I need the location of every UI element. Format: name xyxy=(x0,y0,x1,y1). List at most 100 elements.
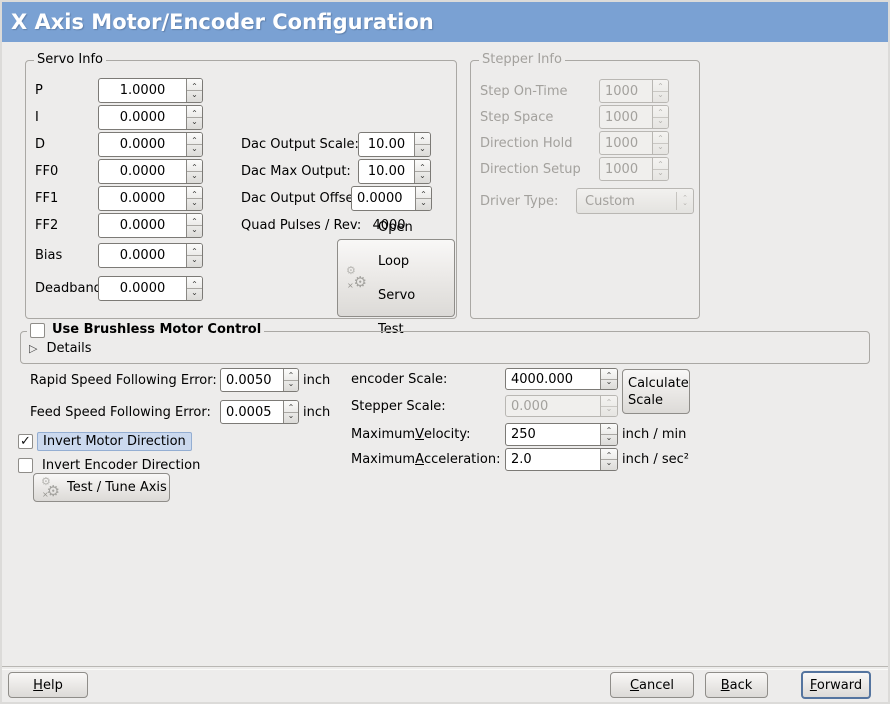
open-loop-servo-test-button[interactable]: Open Loop Servo Test xyxy=(337,220,455,337)
servo-param-label: D xyxy=(35,137,46,152)
invert-encoder-direction-label[interactable]: Invert Encoder Direction xyxy=(42,458,201,473)
spinner xyxy=(414,160,430,183)
bias-spinbox[interactable] xyxy=(98,243,203,268)
p-spinbox[interactable] xyxy=(98,78,203,103)
feed-following-error-spinbox[interactable] xyxy=(220,400,299,424)
spin-down-button[interactable] xyxy=(601,460,617,470)
ff2-spinbox[interactable] xyxy=(98,213,203,238)
spin-down-button[interactable] xyxy=(187,118,202,129)
feed-following-error-unit: inch xyxy=(303,404,331,420)
cancel-button[interactable]: Cancel xyxy=(610,672,694,698)
back-button[interactable]: Back xyxy=(705,672,768,698)
combo-arrows-icon xyxy=(677,196,693,206)
p-input[interactable] xyxy=(99,79,186,102)
spinner xyxy=(186,277,202,300)
servo-param-label: P xyxy=(35,83,43,98)
rapid-following-error-unit: inch xyxy=(303,372,331,388)
use-brushless-checkbox[interactable] xyxy=(30,322,45,338)
ff2-input[interactable] xyxy=(99,214,186,237)
spin-down-button xyxy=(601,407,617,417)
dac-output-scale-spinbox[interactable] xyxy=(358,132,431,157)
stepper-param-label: Direction Hold xyxy=(480,135,573,151)
details-label: Details xyxy=(46,340,92,356)
driver-type-value: Custom xyxy=(585,193,635,209)
ff0-spinbox[interactable] xyxy=(98,159,203,184)
spin-down-button xyxy=(653,92,668,103)
servo-param-label: I xyxy=(35,110,39,125)
help-button[interactable]: Help xyxy=(8,672,88,698)
calculate-scale-button[interactable]: Calculate Scale xyxy=(622,369,690,414)
ff1-input[interactable] xyxy=(99,187,186,210)
d-input[interactable] xyxy=(99,133,186,156)
invert-encoder-direction-checkbox[interactable] xyxy=(18,458,33,473)
dac-max-output-spinbox[interactable] xyxy=(358,159,431,184)
ff0-input[interactable] xyxy=(99,160,186,183)
ff1-spinbox[interactable] xyxy=(98,186,203,211)
maximum-velocity-input[interactable] xyxy=(506,424,600,445)
rapid-following-error-spinbox[interactable] xyxy=(220,368,299,392)
help-label: Help xyxy=(33,677,63,693)
gears-icon xyxy=(41,478,61,498)
deadband-spinbox[interactable] xyxy=(98,276,203,301)
direction-setup-spinbox xyxy=(599,157,669,181)
bias-input[interactable] xyxy=(99,244,186,267)
spin-down-button[interactable] xyxy=(415,145,430,156)
maximum-acceleration-spinbox[interactable] xyxy=(505,448,618,471)
i-input[interactable] xyxy=(99,106,186,129)
spinner xyxy=(186,79,202,102)
spin-down-button[interactable] xyxy=(187,289,202,300)
step-on-time-input xyxy=(600,80,652,102)
spin-down-button[interactable] xyxy=(415,172,430,183)
invert-motor-direction-label[interactable]: Invert Motor Direction xyxy=(37,432,192,451)
quad-pulses-value: 4000 xyxy=(372,218,406,233)
maximum-velocity-spinbox[interactable] xyxy=(505,423,618,446)
dac-output-offset-input[interactable] xyxy=(352,187,415,210)
spin-down-button xyxy=(653,144,668,155)
feed-following-error-label: Feed Speed Following Error: xyxy=(30,404,211,420)
test-tune-axis-button[interactable]: Test / Tune Axis xyxy=(33,473,170,502)
dac-output-offset-spinbox[interactable] xyxy=(351,186,432,211)
forward-button[interactable]: Forward xyxy=(801,671,871,699)
spin-down-button[interactable] xyxy=(187,199,202,210)
maximum-acceleration-input[interactable] xyxy=(506,449,600,470)
spin-down-button[interactable] xyxy=(187,91,202,102)
d-spinbox[interactable] xyxy=(98,132,203,157)
spin-down-button[interactable] xyxy=(187,226,202,237)
spin-down-button xyxy=(653,118,668,129)
stepper-info-legend: Stepper Info xyxy=(479,52,565,68)
rapid-following-error-input[interactable] xyxy=(221,369,283,391)
spin-down-button[interactable] xyxy=(284,413,298,424)
open-loop-servo-test-label: Open Loop Servo Test xyxy=(378,219,416,337)
maximum-velocity-unit: inch / min xyxy=(622,427,687,442)
spin-down-button[interactable] xyxy=(187,172,202,183)
deadband-input[interactable] xyxy=(99,277,186,300)
spin-down-button[interactable] xyxy=(187,145,202,156)
forward-label: Forward xyxy=(809,677,863,693)
invert-motor-direction-label-wrap[interactable]: Invert Motor Direction xyxy=(37,430,192,453)
spin-down-button[interactable] xyxy=(601,380,617,390)
feed-following-error-input[interactable] xyxy=(221,401,283,423)
dac-output-scale-input[interactable] xyxy=(359,133,414,156)
encoder-scale-spinbox[interactable] xyxy=(505,368,618,390)
expander-triangle-icon xyxy=(29,341,37,356)
dac-max-output-label: Dac Max Output: xyxy=(241,164,351,179)
spin-down-button[interactable] xyxy=(416,199,431,210)
direction-hold-spinbox xyxy=(599,131,669,155)
details-expander[interactable]: Details xyxy=(29,338,92,358)
servo-param-label: FF1 xyxy=(35,191,59,206)
encoder-scale-input[interactable] xyxy=(506,369,600,389)
spinner xyxy=(652,106,668,128)
spin-down-button[interactable] xyxy=(601,435,617,445)
invert-motor-direction-checkbox[interactable]: ✓ xyxy=(18,434,33,449)
spinner xyxy=(600,396,617,416)
i-spinbox[interactable] xyxy=(98,105,203,130)
page-title: X Axis Motor/Encoder Configuration xyxy=(2,2,888,42)
spinner xyxy=(652,80,668,102)
stepper-scale-label: Stepper Scale: xyxy=(351,398,446,414)
dac-max-output-input[interactable] xyxy=(359,160,414,183)
spin-down-button[interactable] xyxy=(187,256,202,267)
spinner xyxy=(283,401,298,423)
spinner xyxy=(186,244,202,267)
spin-down-button[interactable] xyxy=(284,381,298,392)
